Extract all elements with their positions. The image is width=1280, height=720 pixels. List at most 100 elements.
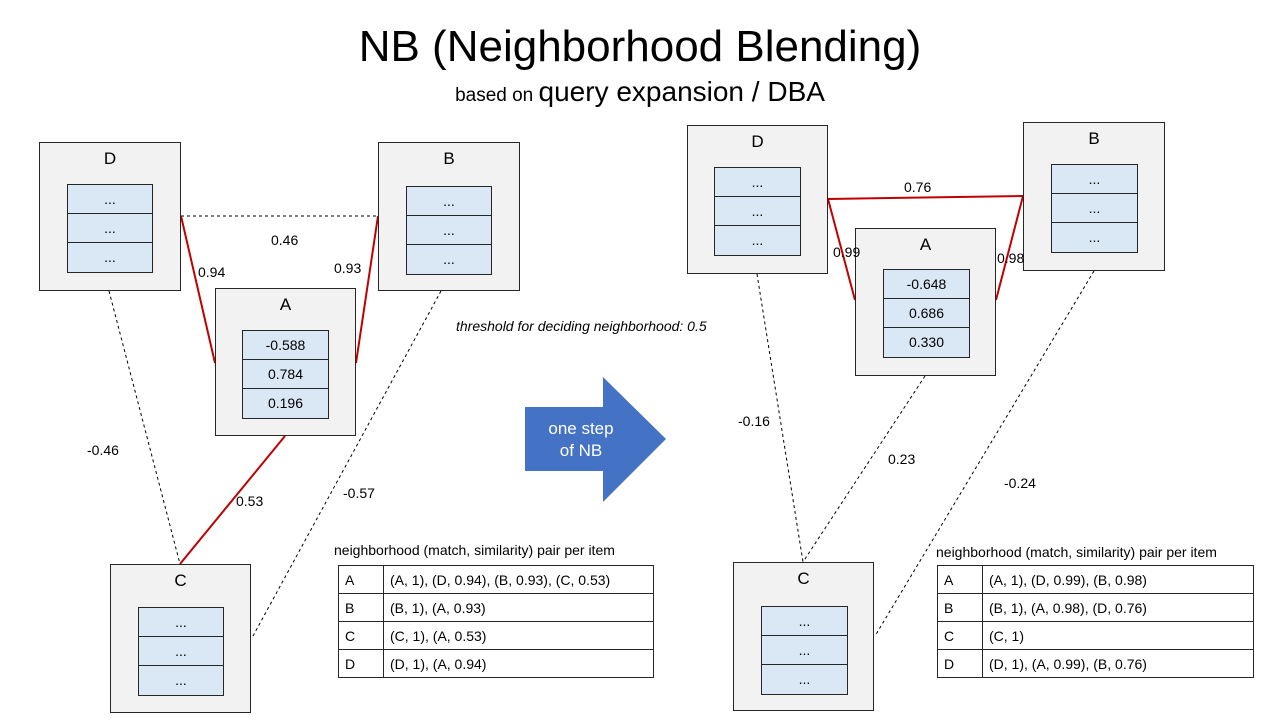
table-cell-item: C: [937, 621, 983, 650]
edge-after-d-c: [756, 273, 804, 563]
table-cell-item: A: [937, 565, 983, 594]
vector-cell: ...: [1052, 194, 1137, 223]
before-node-c: C ... ... ...: [110, 564, 251, 713]
vector-cell: 0.196: [243, 389, 328, 418]
after-node-a-vector: -0.648 0.686 0.330: [883, 269, 970, 358]
edge-label-before-b-c: -0.57: [343, 485, 375, 501]
vector-cell: ...: [139, 666, 223, 695]
edge-after-d-b: [827, 195, 1024, 200]
edge-before-d-c: [108, 290, 181, 565]
edge-label-before-b-a: 0.93: [334, 260, 362, 276]
edge-label-before-d-c: -0.46: [87, 442, 119, 458]
table-row: A(A, 1), (D, 0.99), (B, 0.98): [937, 565, 1254, 594]
vector-cell: ...: [715, 226, 800, 255]
vector-cell: ...: [1052, 165, 1137, 194]
vector-cell: ...: [68, 185, 152, 214]
vector-cell: -0.648: [884, 270, 969, 299]
step-arrow-line1: one step: [548, 419, 614, 438]
edge-after-d-a: [827, 198, 856, 301]
table-row: B(B, 1), (A, 0.98), (D, 0.76): [937, 593, 1254, 622]
before-table-caption: neighborhood (match, similarity) pair pe…: [334, 542, 615, 558]
table-row: C(C, 1), (A, 0.53): [338, 621, 654, 650]
before-node-a: A -0.588 0.784 0.196: [215, 288, 356, 436]
before-node-b: B ... ... ...: [378, 142, 520, 291]
vector-cell: -0.588: [243, 331, 328, 360]
vector-cell: ...: [68, 243, 152, 272]
after-node-b-vector: ... ... ...: [1051, 164, 1138, 253]
table-cell-pairs: (A, 1), (D, 0.99), (B, 0.98): [982, 565, 1254, 594]
vector-cell: 0.784: [243, 360, 328, 389]
after-node-d-vector: ... ... ...: [714, 167, 801, 256]
step-arrow-label: one step of NB: [525, 418, 637, 462]
page-subtitle: based on query expansion / DBA: [0, 76, 1280, 108]
table-cell-item: B: [937, 593, 983, 622]
subtitle-suffix: / DBA: [744, 76, 825, 107]
after-node-a: A -0.648 0.686 0.330: [855, 228, 996, 376]
vector-cell: ...: [68, 214, 152, 243]
before-node-d: D ... ... ...: [39, 142, 181, 291]
table-cell-item: C: [338, 621, 384, 650]
vector-cell: ...: [407, 245, 491, 274]
edge-before-a-c: [179, 435, 286, 565]
vector-cell: ...: [139, 637, 223, 666]
before-node-c-vector: ... ... ...: [138, 607, 224, 696]
after-node-b: B ... ... ...: [1023, 122, 1165, 271]
edge-label-after-d-a: 0.99: [833, 244, 861, 260]
table-cell-item: B: [338, 593, 384, 622]
before-neighborhood-table: A(A, 1), (D, 0.94), (B, 0.93), (C, 0.53)…: [338, 565, 654, 678]
step-arrow-line2: of NB: [559, 441, 603, 460]
after-node-b-label: B: [1088, 129, 1100, 148]
edge-label-after-d-b: 0.76: [904, 179, 932, 195]
before-node-d-vector: ... ... ...: [67, 184, 153, 273]
table-cell-item: D: [937, 649, 983, 678]
vector-cell: 0.330: [884, 328, 969, 357]
after-node-a-label: A: [919, 235, 932, 254]
table-cell-pairs: (B, 1), (A, 0.98), (D, 0.76): [982, 593, 1254, 622]
vector-cell: ...: [407, 216, 491, 245]
vector-cell: ...: [762, 607, 847, 636]
vector-cell: ...: [762, 665, 847, 694]
vector-cell: ...: [139, 608, 223, 637]
edge-before-d-a: [180, 215, 216, 364]
edge-before-b-a: [355, 215, 379, 364]
edge-after-a-c: [802, 375, 926, 563]
after-node-c-vector: ... ... ...: [761, 606, 848, 695]
table-cell-item: A: [338, 565, 384, 594]
after-node-c-label: C: [797, 569, 810, 588]
threshold-note: threshold for deciding neighborhood: 0.5: [456, 318, 707, 334]
edge-label-after-d-c: -0.16: [738, 413, 770, 429]
after-neighborhood-table: A(A, 1), (D, 0.99), (B, 0.98) B(B, 1), (…: [937, 565, 1254, 678]
edge-label-after-b-a: 0.98: [997, 250, 1025, 266]
vector-cell: ...: [715, 168, 800, 197]
subtitle-emphasis: query expansion: [538, 76, 745, 107]
before-node-b-vector: ... ... ...: [406, 186, 492, 275]
subtitle-prefix: based on: [455, 85, 539, 106]
table-row: B(B, 1), (A, 0.93): [338, 593, 654, 622]
table-cell-pairs: (C, 1): [982, 621, 1254, 650]
table-cell-pairs: (B, 1), (A, 0.93): [383, 593, 654, 622]
edge-label-before-a-c: 0.53: [236, 493, 264, 509]
before-node-d-label: D: [103, 149, 117, 168]
vector-cell: 0.686: [884, 299, 969, 328]
vector-cell: ...: [1052, 223, 1137, 252]
edge-after-b-c: [874, 270, 1095, 637]
arrow-right-icon: [525, 377, 666, 502]
table-cell-pairs: (D, 1), (A, 0.94): [383, 649, 654, 678]
before-node-c-label: C: [174, 571, 187, 590]
table-cell-pairs: (C, 1), (A, 0.53): [383, 621, 654, 650]
before-node-a-label: A: [279, 295, 292, 314]
before-node-b-label: B: [443, 149, 455, 168]
table-cell-item: D: [338, 649, 384, 678]
table-cell-pairs: (D, 1), (A, 0.99), (B, 0.76): [982, 649, 1254, 678]
table-row: D(D, 1), (A, 0.99), (B, 0.76): [937, 649, 1254, 678]
edge-label-after-a-c: 0.23: [888, 451, 916, 467]
after-node-d-label: D: [751, 132, 764, 151]
table-cell-pairs: (A, 1), (D, 0.94), (B, 0.93), (C, 0.53): [383, 565, 654, 594]
edge-label-before-d-b: 0.46: [271, 232, 299, 248]
page-title: NB (Neighborhood Blending): [358, 22, 922, 71]
edge-label-after-b-c: -0.24: [1004, 475, 1036, 491]
table-row: A(A, 1), (D, 0.94), (B, 0.93), (C, 0.53): [338, 565, 654, 594]
after-node-d: D ... ... ...: [687, 125, 828, 274]
before-node-a-vector: -0.588 0.784 0.196: [242, 330, 329, 419]
